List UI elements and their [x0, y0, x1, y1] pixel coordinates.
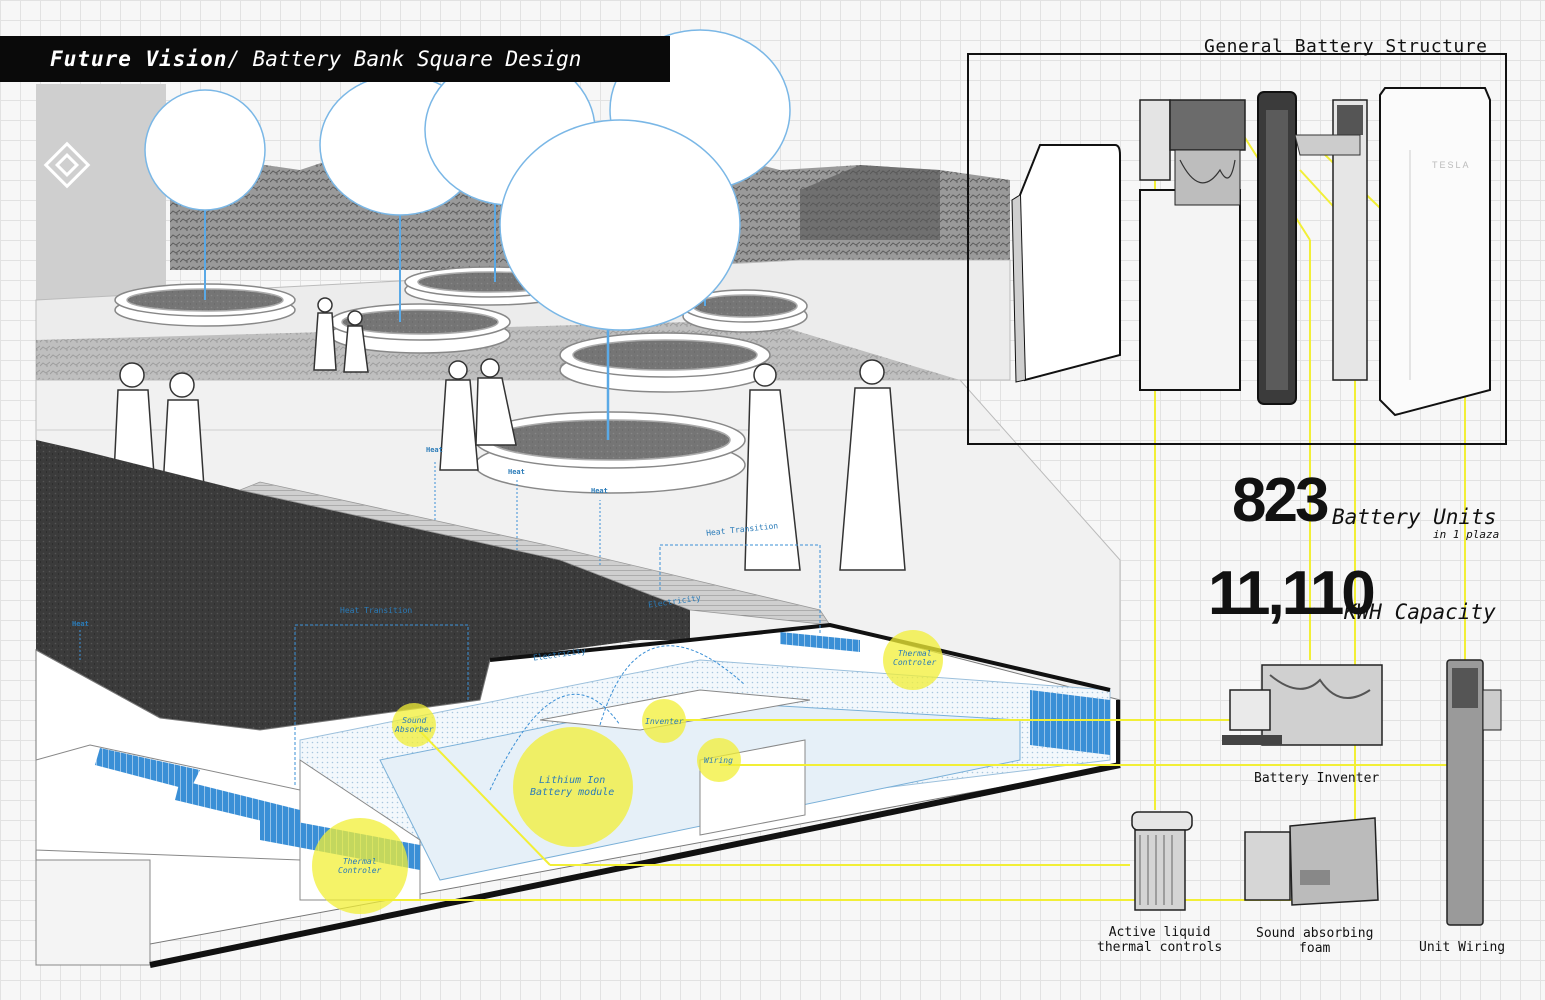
sound-foam-illustration — [1244, 817, 1379, 906]
planter — [682, 289, 808, 333]
wiring-marker — [697, 738, 741, 782]
tesla-brand: TESLA — [1432, 160, 1471, 170]
title-rest: / Battery Bank Square Design — [227, 47, 582, 71]
highlight-circles — [312, 630, 943, 914]
stat-sub-units: in 1 plaza — [1433, 528, 1500, 541]
flow-arrows — [79, 460, 821, 791]
planter — [474, 411, 746, 494]
heat-transition-label: Heat Transition — [340, 606, 413, 615]
heat-label: Heat — [426, 446, 443, 454]
walkway-strip — [238, 481, 831, 626]
structure-frame — [967, 53, 1507, 445]
structure-title: General Battery Structure — [1204, 36, 1488, 57]
thermal-top-marker — [883, 630, 943, 690]
heat-label: Heat — [591, 487, 608, 495]
callout-thermal-bottom: Thermal Controler — [338, 857, 381, 875]
label-thermal-controls: Active liquid thermal controls — [1097, 925, 1222, 955]
callout-sound-line1: Sound — [402, 716, 427, 725]
exploded-battery — [1011, 87, 1491, 417]
callout-thermal-top-line1: Thermal — [897, 649, 932, 658]
battery-front-cover — [1379, 87, 1491, 417]
inventer-marker — [642, 699, 686, 743]
thermal-control-illustration — [1131, 811, 1193, 911]
endless-knot-ornament — [43, 141, 91, 189]
callout-sound-line2: Absorber — [395, 725, 434, 734]
callout-lithium: Lithium Ion Battery module — [530, 775, 614, 799]
unit-wiring-illustration — [1446, 659, 1502, 926]
callout-lithium-line1: Lithium Ion — [539, 775, 606, 786]
gravel-surface — [36, 440, 690, 730]
tree — [499, 119, 741, 440]
callout-thermal-top-line2: Controler — [893, 658, 937, 667]
stat-number-units: 823 — [1232, 466, 1329, 535]
person-figure — [343, 310, 369, 373]
callout-thermal-top: Thermal Controler — [893, 649, 936, 667]
title-bar: Future Vision/ Battery Bank Square Desig… — [0, 36, 670, 82]
person-figure — [439, 360, 479, 471]
person-figure — [475, 358, 517, 446]
callout-wiring: Wiring — [704, 756, 733, 765]
lithium-marker — [513, 727, 633, 847]
stat-label-capacity: KWH Capacity — [1344, 600, 1496, 624]
label-foam-line1: Sound absorbing — [1256, 926, 1374, 941]
battery-core-module — [1139, 99, 1246, 391]
battery-inverter-illustration — [1222, 664, 1383, 746]
building — [36, 84, 166, 304]
label-foam-line2: foam — [1299, 941, 1331, 956]
label-thermal-line2: thermal controls — [1097, 940, 1223, 955]
label-unit-wiring: Unit Wiring — [1419, 940, 1506, 955]
heat-label: Heat — [72, 620, 89, 628]
blue-cooling-strip — [780, 632, 860, 652]
tree — [144, 89, 266, 300]
blue-cooling-strip — [1030, 690, 1110, 755]
battery-side-panel — [1011, 144, 1121, 383]
callout-thermal-bottom-line2: Controler — [338, 866, 382, 875]
person-figure — [839, 359, 906, 571]
stat-number-capacity: 11,110 — [1208, 559, 1376, 628]
sound-absorber-marker — [392, 703, 436, 747]
person-figure — [313, 297, 337, 371]
callout-thermal-bottom-line1: Thermal — [342, 857, 377, 866]
planter — [329, 303, 511, 354]
person-figure — [744, 363, 801, 571]
callout-inventer: Inventer — [645, 717, 684, 726]
battery-dark-frame — [1257, 91, 1297, 405]
callout-sound-absorber: Sound Absorber — [395, 716, 434, 734]
title-bold: Future Vision — [50, 47, 228, 71]
label-thermal-line1: Active liquid — [1108, 925, 1211, 940]
battery-connector-bracket — [1294, 99, 1368, 381]
callout-lithium-line2: Battery module — [530, 787, 615, 798]
label-battery-inverter: Battery Inventer — [1254, 771, 1380, 786]
stat-label-units: Battery Units — [1332, 505, 1497, 529]
thermal-bottom-marker — [312, 818, 408, 914]
planter — [559, 332, 771, 393]
heat-label: Heat — [508, 468, 525, 476]
label-sound-foam: Sound absorbing foam — [1256, 926, 1373, 956]
blue-cooling-strip — [95, 748, 200, 790]
